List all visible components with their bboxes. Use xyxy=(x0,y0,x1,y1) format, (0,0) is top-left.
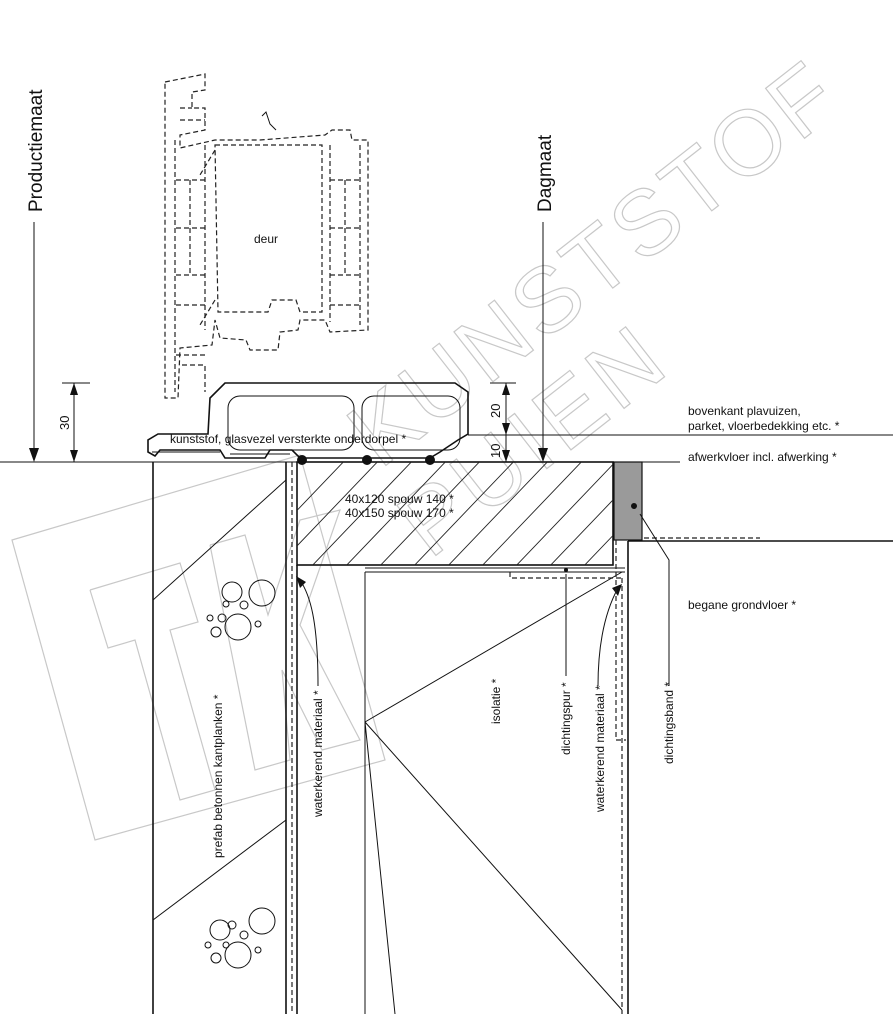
spouw-label-2: 40x150 spouw 170 * xyxy=(345,506,454,520)
dim-20-label: 20 xyxy=(488,404,503,418)
aggregate-bubbles-bottom xyxy=(204,907,276,969)
watermark-box xyxy=(11,454,386,841)
dichtingsband-block xyxy=(613,461,643,541)
screw-dot-1 xyxy=(297,455,307,465)
begane-grondvloer-label: begane grondvloer * xyxy=(688,598,796,612)
dim-30-label: 30 xyxy=(57,416,72,430)
dagmaat-dimension: Dagmaat xyxy=(535,134,556,462)
watermark-letter-t xyxy=(89,562,216,801)
dim-30: 30 xyxy=(57,382,90,462)
door-label: deur xyxy=(254,232,278,246)
hatch-line xyxy=(448,462,548,565)
hatch-line xyxy=(482,462,582,565)
waterkerend-right-label: waterkerend materiaal * xyxy=(593,685,607,813)
onderdorpel-label: kunststof, glasvezel versterkte onderdor… xyxy=(170,432,406,446)
waterkerend-left-label: waterkerend materiaal * xyxy=(311,690,325,818)
waterkerend-right-leader xyxy=(597,587,619,687)
dichtingsband-leader xyxy=(639,513,670,686)
hatch-line xyxy=(297,462,378,547)
isolatie-label: isolatie * xyxy=(489,678,503,724)
hatch-line xyxy=(550,499,613,565)
waterkerend-left-leader xyxy=(299,579,319,687)
dagmaat-label: Dagmaat xyxy=(535,134,556,212)
productiemaat-dimension: Productiemaat xyxy=(26,89,47,462)
afwerkvloer-label: afwerkvloer incl. afwerking * xyxy=(688,450,837,464)
left-wall: prefab betonnen kantplanken * xyxy=(152,462,287,1014)
productiemaat-label: Productiemaat xyxy=(26,89,47,212)
prefab-label: prefab betonnen kantplanken * xyxy=(211,694,225,858)
watermark-letter-k xyxy=(209,509,361,771)
hatch-line xyxy=(297,462,344,512)
hatch-line xyxy=(346,462,446,565)
hatch-line xyxy=(516,463,613,565)
aggregate-bubbles-top xyxy=(206,579,276,641)
dichtingsband-dash xyxy=(615,540,626,741)
hatch-line xyxy=(380,462,480,565)
dim-10-label: 10 xyxy=(488,444,503,458)
bovenkant-label-2: parket, vloerbedekking etc. * xyxy=(688,419,840,433)
hatch-line xyxy=(716,455,826,570)
dim-10: 10 xyxy=(488,435,510,462)
screw-dot-2 xyxy=(362,455,372,465)
hatch-line xyxy=(414,462,514,565)
dim-20: 20 xyxy=(488,382,516,435)
dichtingspur-strip xyxy=(365,567,625,579)
watermark: KUNSTSTOF PUIEN xyxy=(11,41,859,841)
hatch-line xyxy=(682,455,792,570)
threshold-profile: kunststof, glasvezel versterkte onderdor… xyxy=(147,382,469,465)
hatch-line xyxy=(312,462,412,565)
dichtingsband-label: dichtingsband * xyxy=(662,682,676,764)
spouw-label-1: 40x120 spouw 140 * xyxy=(345,492,454,506)
isolatie-area: isolatie * xyxy=(364,541,629,1015)
door-profile: deur xyxy=(164,73,369,399)
screw-dot-3 xyxy=(425,455,435,465)
hatched-beam: 40x120 spouw 140 * 40x150 spouw 170 * xyxy=(296,455,826,570)
dichtingspur-label: dichtingspur * xyxy=(559,682,573,755)
hatch-line xyxy=(584,534,613,565)
bovenkant-label-1: bovenkant plavuizen, xyxy=(688,404,801,418)
